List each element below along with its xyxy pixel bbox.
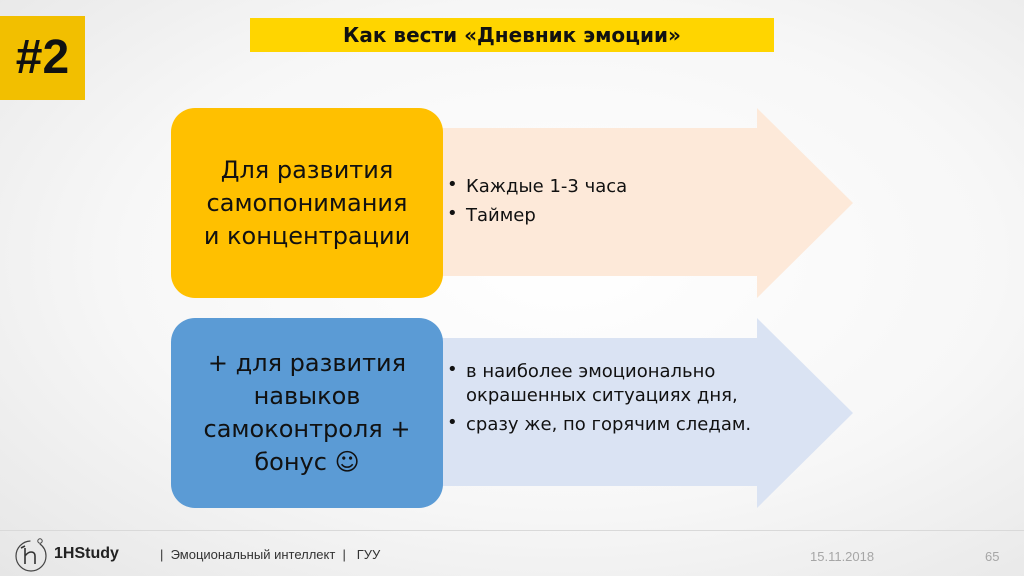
arrow-1 xyxy=(420,108,853,298)
block-1-point-2: Таймер xyxy=(447,202,767,228)
brand-name: 1HStudy xyxy=(54,545,119,562)
1h-logo-icon xyxy=(15,538,47,572)
block-2-points: в наиболее эмоционально окрашенных ситуа… xyxy=(447,358,787,442)
block-1-line-1: Для развития xyxy=(220,155,394,184)
slide-number-badge: #2 xyxy=(0,16,85,100)
page-number: 65 xyxy=(985,549,1000,564)
block-1-box: Для развития самопонимания и концентраци… xyxy=(171,108,443,298)
block-2-line-1: + для развития xyxy=(207,349,407,377)
block-2-line-4: бонус ☺ xyxy=(254,448,360,476)
slide-title: Как вести «Дневник эмоции» xyxy=(250,18,774,52)
block-2-line-3: самоконтроля + xyxy=(203,415,411,443)
block-2-line-2: навыков xyxy=(253,382,361,410)
footer-date: 15.11.2018 xyxy=(810,549,875,564)
footer-course: | Эмоциональный интеллект | ГУУ xyxy=(160,547,381,562)
block-2-box: + для развития навыков самоконтроля + бо… xyxy=(171,318,443,508)
block-2-point-1: в наиболее эмоционально окрашенных ситуа… xyxy=(447,358,787,408)
block-1-line-2: самопонимания xyxy=(206,188,408,217)
block-1-points: Каждые 1-3 часа Таймер xyxy=(447,173,767,233)
block-2-point-2: сразу же, по горячим следам. xyxy=(447,411,787,437)
block-1-point-1: Каждые 1-3 часа xyxy=(447,173,767,199)
footer-divider xyxy=(0,530,1024,531)
block-1-line-3: и концентрации xyxy=(203,221,411,250)
